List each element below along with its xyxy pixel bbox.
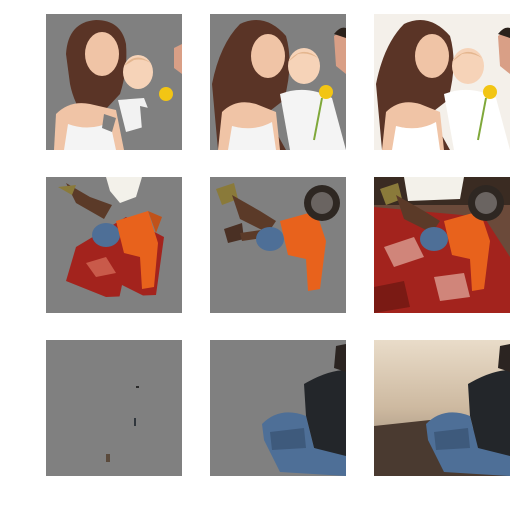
row1-segmented-mask-tile: [210, 14, 346, 150]
row1-original-image: [374, 14, 510, 150]
row3-segmented-mask-image: [210, 340, 346, 476]
row1-partial-mask-image: [46, 14, 182, 150]
row3-segmented-mask-tile: [210, 340, 346, 476]
row1-segmented-mask-image: [210, 14, 346, 150]
row3-partial-mask-image: [46, 340, 182, 476]
row3-original-image-tile: [374, 340, 510, 476]
row3-partial-mask-tile: [46, 340, 182, 476]
row1-original-image-tile: [374, 14, 510, 150]
row1-partial-mask-tile: [46, 14, 182, 150]
row2-partial-mask-image: [46, 177, 182, 313]
row2-segmented-mask-tile: [210, 177, 346, 313]
row2-segmented-mask-image: [210, 177, 346, 313]
row2-partial-mask-tile: [46, 177, 182, 313]
row2-original-image: [374, 177, 510, 313]
row3-original-image: [374, 340, 510, 476]
row2-original-image-tile: [374, 177, 510, 313]
